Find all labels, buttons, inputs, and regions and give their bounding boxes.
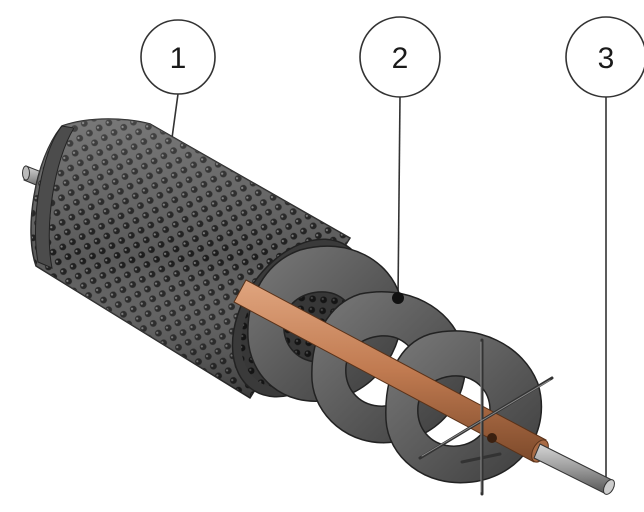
callout-label-2: 2 xyxy=(392,42,409,75)
callout-circle-1 xyxy=(140,19,216,95)
callout-circle-2 xyxy=(359,16,441,98)
leader-line-2 xyxy=(397,96,401,299)
leader-line-1 xyxy=(171,93,179,139)
callout-label-3: 3 xyxy=(598,42,615,75)
callout-2: 2 xyxy=(359,16,441,98)
callout-leaders xyxy=(171,93,607,478)
callout-3: 3 xyxy=(565,16,644,98)
drive-shaft xyxy=(533,443,615,495)
callout-circle-3 xyxy=(565,16,644,98)
callout-1: 1 xyxy=(140,19,216,95)
reference-dot xyxy=(392,292,404,304)
callout-label-1: 1 xyxy=(170,42,187,75)
pin-highlights xyxy=(421,341,551,493)
